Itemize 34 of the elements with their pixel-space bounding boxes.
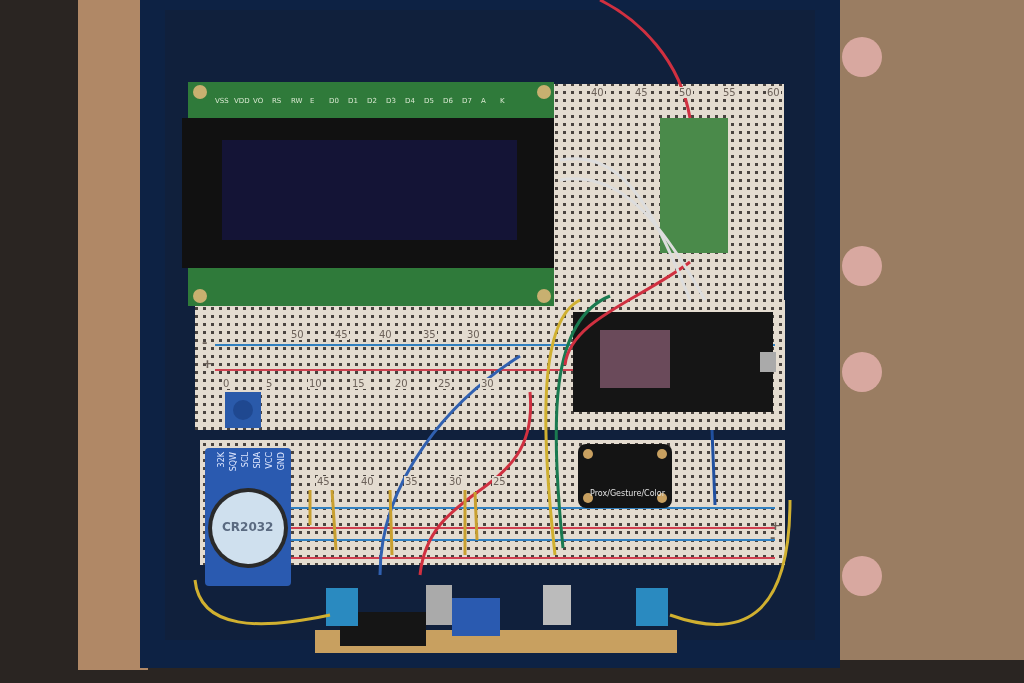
column-number: 15 <box>351 378 366 389</box>
column-number: 50 <box>290 329 305 340</box>
rail-sign: + <box>770 520 781 531</box>
column-number: 25 <box>492 476 507 487</box>
rail-sign: - <box>770 532 776 543</box>
column-number: 40 <box>360 476 375 487</box>
column-number: 55 <box>722 87 737 98</box>
column-number: 25 <box>437 378 452 389</box>
column-number: 35 <box>422 329 437 340</box>
column-number: 50 <box>678 87 693 98</box>
battery-label: CR2032 <box>222 522 274 533</box>
column-number: 30 <box>466 329 481 340</box>
pin-label: SQW <box>228 452 239 472</box>
pin-label: GND <box>276 452 287 471</box>
column-number: 20 <box>394 378 409 389</box>
column-number: 30 <box>480 378 495 389</box>
column-number: 5 <box>265 378 274 389</box>
board-label: Prox/Gesture/Color <box>590 488 665 499</box>
column-number: 40 <box>378 329 393 340</box>
column-number: 10 <box>308 378 323 389</box>
column-number: 45 <box>334 329 349 340</box>
pin-label: SDA <box>252 452 263 469</box>
column-number: 0 <box>222 378 231 389</box>
column-number: 40 <box>590 87 605 98</box>
pin-label: VCC <box>264 452 275 469</box>
column-number: 60 <box>766 87 781 98</box>
rail-sign: + <box>202 358 213 369</box>
column-number: 45 <box>316 476 331 487</box>
rail-sign: - <box>202 337 208 348</box>
pin-label: SCL <box>240 452 251 468</box>
column-number: 30 <box>448 476 463 487</box>
column-number: 35 <box>404 476 419 487</box>
column-number: 45 <box>634 87 649 98</box>
pin-label: 32K <box>216 452 227 468</box>
